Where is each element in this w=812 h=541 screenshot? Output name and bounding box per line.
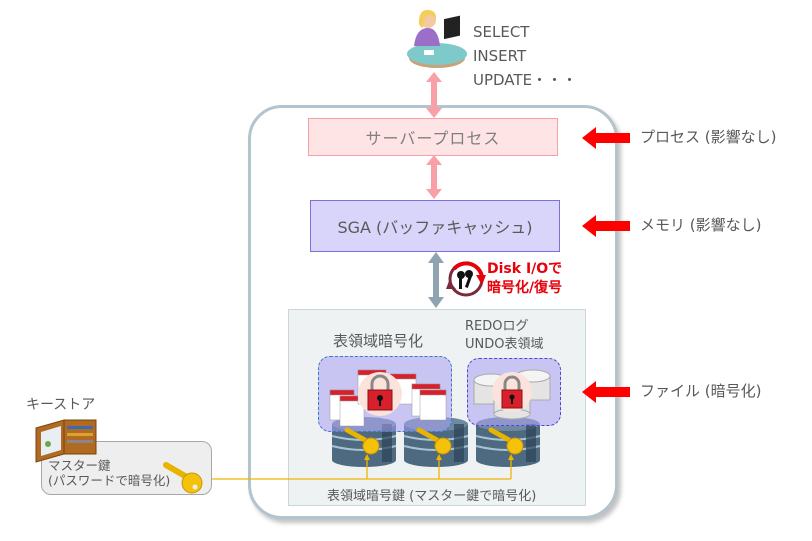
file-annotation: ファイル (暗号化): [640, 382, 762, 400]
memory-annotation: メモリ (影響なし): [640, 216, 762, 234]
tablespace-encryption-label: 表領域暗号化: [333, 332, 424, 350]
disk-io-line: 暗号化/復号: [487, 280, 563, 296]
sql-statements: SELECT INSERT UPDATE・・・: [473, 20, 577, 92]
sql-line: UPDATE・・・: [473, 71, 578, 89]
sga-file-arrow: [428, 252, 444, 308]
disk-io-line: Disk I/Oで: [487, 261, 563, 277]
encrypted-documents-icon: [329, 369, 447, 427]
server-process-box: サーバープロセス: [308, 118, 558, 156]
tablespace-key-label: 表領域暗号鍵 (マスター鍵で暗号化): [327, 489, 537, 504]
master-key-icon: [163, 462, 203, 494]
sga-box: SGA (バッファキャッシュ): [310, 200, 560, 252]
sga-label: SGA (バッファキャッシュ): [337, 218, 533, 237]
redo-label-line: REDOログ: [465, 319, 529, 334]
server-process-label: サーバープロセス: [365, 129, 501, 148]
master-key-line: マスター鍵: [48, 458, 111, 473]
encrypt-decrypt-cycle-icon: [446, 261, 486, 297]
tablespace-key-icon: [416, 427, 452, 455]
red-left-arrow-icon: [582, 127, 630, 149]
redo-undo-label: REDOログ UNDO表領域: [465, 318, 543, 354]
user-at-computer-icon: [407, 9, 467, 68]
server-sga-arrow: [426, 155, 442, 199]
red-left-arrow-icon: [582, 381, 630, 403]
process-annotation: プロセス (影響なし): [640, 128, 777, 146]
sql-line: INSERT: [473, 47, 527, 65]
red-left-arrow-icon: [582, 215, 630, 237]
sql-line: SELECT: [473, 23, 530, 41]
master-key-line: (パスワードで暗号化): [48, 473, 171, 488]
disk-io-note: Disk I/Oで 暗号化/復号: [487, 260, 562, 298]
tablespace-key-icon: [488, 427, 524, 455]
client-server-arrow: [426, 72, 442, 118]
keystore-title: キーストア: [26, 397, 96, 413]
master-key-text: マスター鍵 (パスワードで暗号化): [48, 458, 170, 488]
wallet-icon: [35, 419, 97, 463]
encrypted-redo-undo-icon: [473, 369, 551, 420]
undo-label-line: UNDO表領域: [465, 337, 544, 352]
tablespace-key-icon: [344, 427, 380, 455]
